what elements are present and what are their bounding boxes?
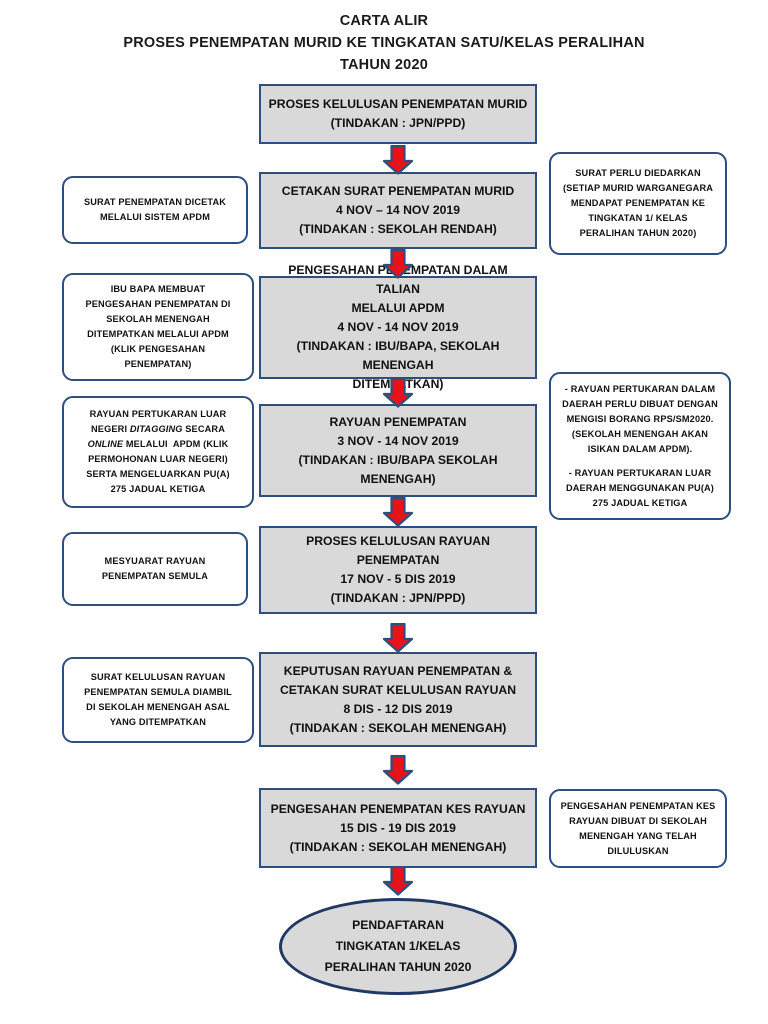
arrow-down-icon-5	[381, 623, 415, 653]
title-line-2: PROSES PENEMPATAN MURID KE TINGKATAN SAT…	[123, 35, 645, 51]
arrow-down-icon-2	[381, 249, 415, 279]
note-text: SURAT PERLU DIEDARKAN(SETIAP MURID WARGA…	[562, 168, 714, 238]
arrow-down-icon-4	[381, 497, 415, 527]
process-box-text: PROSES KELULUSAN PENEMPATAN MURID(TINDAK…	[268, 97, 528, 130]
arrow-down-icon-1	[381, 145, 415, 175]
process-box-keputusan-rayuan-penempatan[interactable]: KEPUTUSAN RAYUAN PENEMPATAN &CETAKAN SUR…	[259, 652, 537, 747]
note-surat-perlu-diedarkan[interactable]: SURAT PERLU DIEDARKAN(SETIAP MURID WARGA…	[549, 152, 727, 255]
title-line-1: CARTA ALIR	[339, 13, 429, 29]
arrow-down-icon-6	[381, 755, 415, 785]
chart-title: CARTA ALIR PROSES PENEMPATAN MURID KE TI…	[0, 10, 768, 76]
arrow-down-icon-7	[381, 866, 415, 896]
process-box-text: KEPUTUSAN RAYUAN PENEMPATAN &CETAKAN SUR…	[279, 663, 517, 735]
process-box-proses-kelulusan-penempatan-murid[interactable]: PROSES KELULUSAN PENEMPATAN MURID(TINDAK…	[259, 84, 537, 144]
arrow-down-icon-3	[381, 378, 415, 408]
title-line-3: TAHUN 2020	[340, 57, 428, 73]
